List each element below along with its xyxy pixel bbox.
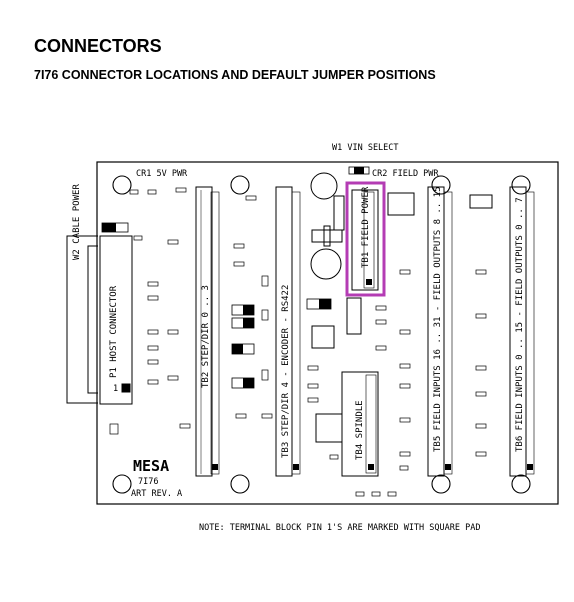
cr1-label: CR1 5V PWR bbox=[136, 169, 188, 179]
page-subtitle: 7I76 CONNECTOR LOCATIONS AND DEFAULT JUM… bbox=[34, 68, 436, 82]
p1-host-connector bbox=[66, 235, 133, 405]
mounting-holes bbox=[112, 175, 531, 494]
tb4-label: TB4 SPINDLE bbox=[355, 400, 365, 460]
jumpers-w3-w6 bbox=[231, 298, 332, 389]
page-title: CONNECTORS bbox=[34, 36, 162, 56]
p1-label: P1 HOST CONNECTOR bbox=[109, 285, 119, 378]
p1-pin1: 1 bbox=[113, 384, 118, 394]
tb3-terminal-block bbox=[275, 186, 301, 477]
tb6-terminal-block bbox=[509, 186, 535, 477]
tb3-label: TB3 STEP/DIR 4 - ENCODER - RS422 bbox=[281, 285, 291, 458]
model-label: 7I76 bbox=[138, 477, 158, 487]
small-components bbox=[109, 187, 487, 497]
power-components bbox=[310, 172, 493, 443]
w2-cable-power-label: W2 CABLE POWER bbox=[72, 184, 82, 260]
note-text: NOTE: TERMINAL BLOCK PIN 1'S ARE MARKED … bbox=[199, 523, 480, 533]
tb2-terminal-block bbox=[195, 186, 220, 477]
tb6-label: TB6 FIELD INPUTS 0 .. 15 - FIELD OUTPUTS… bbox=[515, 197, 525, 452]
tb2-label: TB2 STEP/DIR 0 .. 3 bbox=[201, 285, 211, 388]
cr2-label: CR2 FIELD PWR bbox=[372, 169, 439, 179]
tb5-label: TB5 FIELD INPUTS 16 .. 31 - FIELD OUTPUT… bbox=[433, 186, 443, 452]
tb1-terminal-block bbox=[351, 189, 379, 291]
tb1-highlight bbox=[345, 181, 386, 297]
w1-label: W1 VIN SELECT bbox=[332, 143, 399, 153]
tb1-label: TB1 FIELD POWER bbox=[361, 186, 371, 268]
mesa-logo: MESA bbox=[133, 457, 169, 475]
rev-label: ART REV. A bbox=[131, 489, 182, 499]
tb5-terminal-block bbox=[427, 186, 453, 477]
board-outline bbox=[96, 161, 559, 505]
